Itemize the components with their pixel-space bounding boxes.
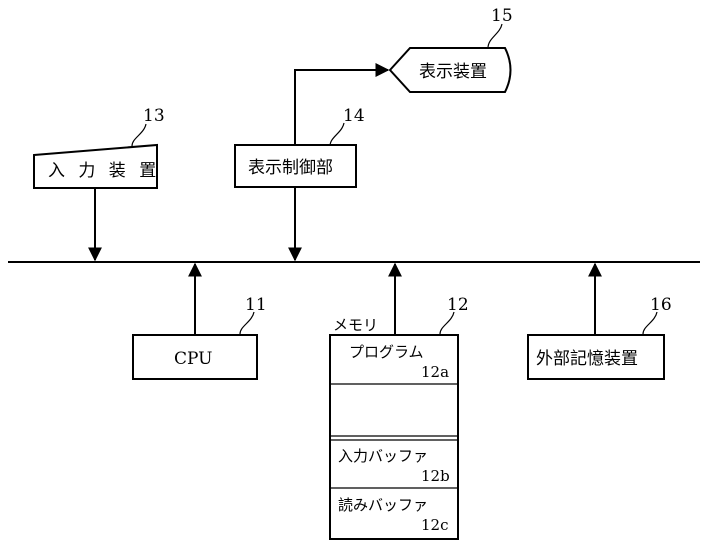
memory-section-input-buffer-label: 入力バッファ	[338, 447, 428, 465]
external-storage: 外部記憶装置 16	[527, 295, 672, 380]
memory-section-read-buffer-label: 読みバッファ	[338, 496, 428, 514]
cpu-ref: 11	[245, 295, 267, 315]
cpu: CPU 11	[132, 295, 267, 380]
cpu-leader	[239, 311, 255, 335]
external-storage-ref: 16	[650, 295, 672, 315]
input-device-ref: 13	[143, 106, 165, 126]
display-device-label: 表示装置	[419, 62, 487, 82]
memory: メモリ 12 プログラム 12a 入力バッファ 12b 読みバッファ 12c	[329, 295, 469, 540]
memory-section-read-buffer-ref: 12c	[421, 516, 449, 534]
input-device-leader	[131, 123, 147, 147]
display-device-ref: 15	[491, 6, 513, 26]
display-control-leader	[329, 122, 345, 147]
input-device-label: 入 力 装 置	[48, 161, 160, 181]
memory-section-program-ref: 12a	[421, 363, 449, 381]
memory-ref: 12	[447, 295, 469, 315]
display-control-ref: 14	[343, 106, 365, 126]
display-device: 表示装置 15	[388, 6, 513, 93]
display-control-label: 表示制御部	[248, 158, 333, 178]
memory-leader	[439, 311, 455, 335]
external-storage-label: 外部記憶装置	[536, 349, 638, 369]
display-device-leader	[487, 23, 503, 49]
display-device-shape	[388, 47, 512, 93]
external-storage-box	[527, 334, 665, 380]
memory-section-input-buffer-ref: 12b	[421, 467, 450, 485]
display-control: 表示制御部 14	[234, 106, 365, 188]
memory-title: メモリ	[333, 316, 378, 334]
cpu-label: CPU	[174, 349, 212, 369]
input-device: 入 力 装 置 13	[33, 106, 165, 189]
display-control-to-display-arrow	[294, 63, 390, 145]
memory-section-program-label: プログラム	[349, 343, 424, 361]
external-storage-leader	[642, 311, 658, 335]
input-device-shape	[33, 143, 158, 189]
